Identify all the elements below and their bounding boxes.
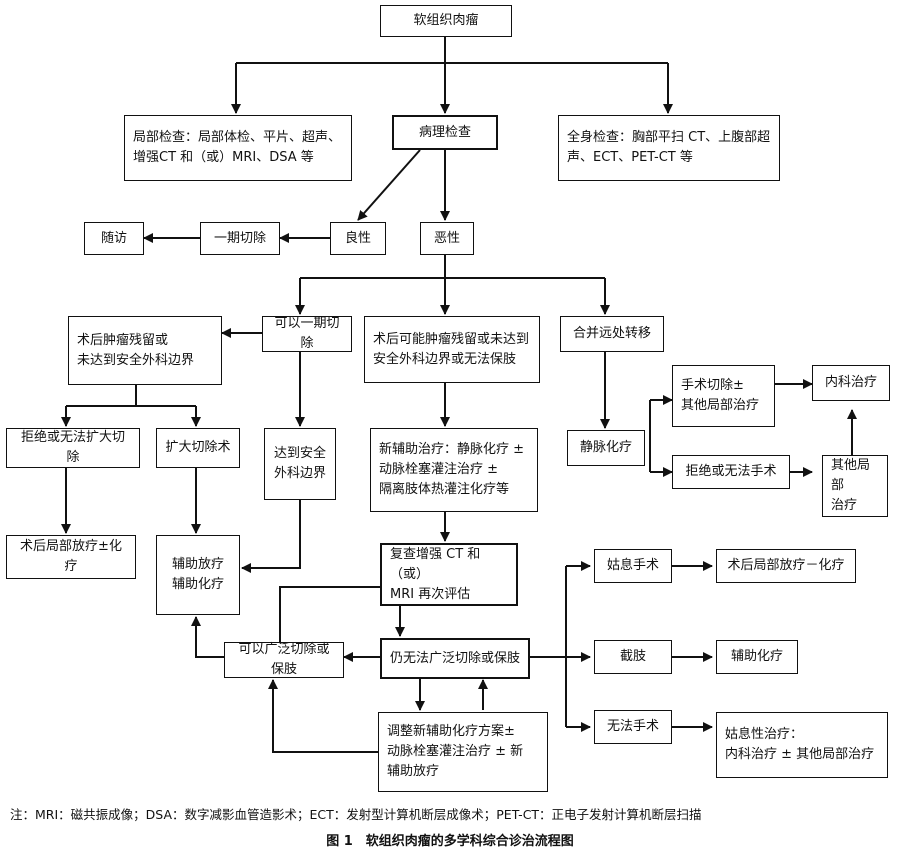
node-soft-tissue-sarcoma: 软组织肉瘤 bbox=[380, 5, 512, 37]
node-post-local-radio-minus-chemo: 术后局部放疗－化疗 bbox=[716, 549, 856, 583]
node-systemic-exam: 全身检查：胸部平扫 CT、上腹部超声、ECT、PET-CT 等 bbox=[558, 115, 780, 181]
node-resectable-once: 可以一期切除 bbox=[262, 316, 352, 352]
node-pathology-exam: 病理检查 bbox=[392, 115, 498, 150]
node-safe-margin: 达到安全 外科边界 bbox=[264, 428, 336, 500]
node-amputation: 截肢 bbox=[594, 640, 672, 674]
node-refuse-surgery: 拒绝或无法手术 bbox=[672, 455, 790, 489]
node-medical-treatment-1: 内科治疗 bbox=[812, 365, 890, 401]
node-reassess: 复查增强 CT 和（或） MRI 再次评估 bbox=[380, 543, 518, 606]
node-single-stage-resection-benign: 一期切除 bbox=[200, 222, 280, 255]
node-adjuvant-chemo: 辅助化疗 bbox=[716, 640, 798, 674]
node-no-surgery: 无法手术 bbox=[594, 710, 672, 744]
node-distant-metastasis: 合并远处转移 bbox=[560, 316, 664, 352]
node-malignant: 恶性 bbox=[420, 222, 474, 255]
node-benign: 良性 bbox=[330, 222, 386, 255]
flowchart-connectors bbox=[61, 37, 857, 753]
node-adjust-neoadjuvant: 调整新辅助化疗方案± 动脉栓塞灌注治疗 ± 新 辅助放疗 bbox=[378, 712, 548, 792]
node-can-resect: 可以广泛切除或保肢 bbox=[224, 642, 344, 678]
node-post-local-radio-chemo: 术后局部放疗±化疗 bbox=[6, 535, 136, 579]
node-palliative-surgery: 姑息手术 bbox=[594, 549, 672, 583]
footnote: 注：MRI：磁共振成像；DSA：数字减影血管造影术；ECT：发射型计算机断层成像… bbox=[10, 807, 702, 822]
node-other-local: 其他局部 治疗 bbox=[822, 455, 888, 517]
node-surgery-plus-local: 手术切除± 其他局部治疗 bbox=[672, 365, 775, 427]
figure-caption: 图 1 软组织肉瘤的多学科综合诊治流程图 bbox=[326, 834, 574, 849]
node-residual-or-margin: 术后肿瘤残留或 未达到安全外科边界 bbox=[68, 316, 222, 385]
node-still-cannot: 仍无法广泛切除或保肢 bbox=[380, 638, 530, 679]
node-follow-up: 随访 bbox=[84, 222, 144, 255]
node-extended-resection: 扩大切除术 bbox=[156, 428, 240, 468]
node-palliative-treatment: 姑息性治疗： 内科治疗 ± 其他局部治疗 bbox=[716, 712, 888, 778]
node-adjuvant-radio-chemo: 辅助放疗 辅助化疗 bbox=[156, 535, 240, 615]
node-refuse-extended: 拒绝或无法扩大切除 bbox=[6, 428, 140, 468]
node-neoadjuvant: 新辅助治疗：静脉化疗 ± 动脉栓塞灌注治疗 ± 隔离肢体热灌注化疗等 bbox=[370, 428, 538, 512]
node-iv-chemo: 静脉化疗 bbox=[567, 430, 645, 466]
node-local-exam: 局部检查：局部体检、平片、超声、增强CT 和（或）MRI、DSA 等 bbox=[124, 115, 352, 181]
node-possible-residual: 术后可能肿瘤残留或未达到 安全外科边界或无法保肢 bbox=[364, 316, 540, 383]
